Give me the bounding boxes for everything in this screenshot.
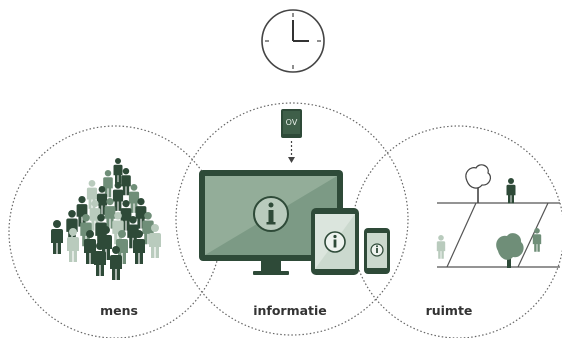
- person-icon: [67, 228, 79, 262]
- tablet-icon: [311, 208, 359, 275]
- person-icon: [103, 170, 113, 198]
- tree-icon: [465, 164, 492, 203]
- person-icon: [94, 242, 106, 276]
- person-icon: [506, 178, 516, 204]
- person-icon: [149, 224, 161, 258]
- informatie-circle: [175, 102, 409, 336]
- person-icon: [51, 220, 63, 254]
- person-icon: [121, 168, 131, 196]
- person-icon: [110, 246, 122, 280]
- crowd-icon: [51, 158, 161, 280]
- label-ruimte: ruimte: [426, 303, 473, 318]
- book-label: OV: [286, 118, 298, 127]
- label-mens: mens: [100, 303, 138, 318]
- person-icon: [436, 235, 446, 259]
- person-icon: [113, 158, 123, 184]
- clock-icon: [261, 9, 325, 73]
- person-icon: [532, 228, 542, 252]
- arrow-down-icon: [288, 141, 295, 163]
- person-icon: [76, 196, 88, 227]
- tree-icon: [496, 233, 524, 268]
- person-icon: [84, 230, 96, 264]
- phone-icon: [364, 228, 390, 274]
- label-informatie: informatie: [253, 303, 327, 318]
- person-icon: [133, 230, 145, 264]
- person-icon: [112, 212, 124, 245]
- street-scene: [437, 202, 560, 268]
- person-icon: [112, 182, 124, 211]
- book-icon: OV: [281, 109, 302, 138]
